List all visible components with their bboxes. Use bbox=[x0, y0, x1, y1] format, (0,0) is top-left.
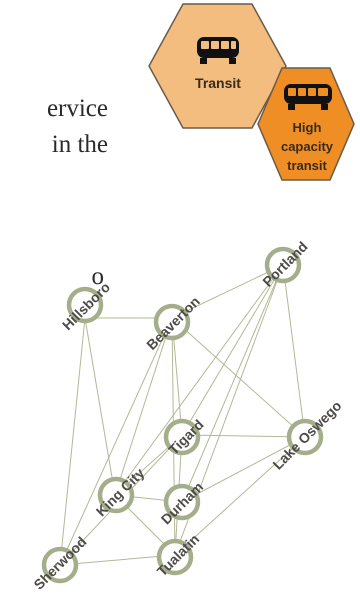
edge bbox=[171, 264, 284, 319]
edge bbox=[59, 554, 176, 566]
text-fragment-1: ervice bbox=[46, 95, 108, 122]
edge bbox=[282, 264, 306, 438]
node-label-lake-oswego: Lake Oswego bbox=[269, 397, 344, 472]
bus-icon bbox=[197, 37, 239, 64]
high-capacity-label-2: capacity bbox=[281, 139, 334, 154]
transit-hexagon bbox=[148, 3, 287, 129]
node-ring-durham bbox=[163, 483, 201, 521]
node-ring-lake-oswego bbox=[286, 418, 324, 456]
high-capacity-label-1: High bbox=[293, 120, 322, 135]
network-nodes bbox=[41, 246, 324, 584]
edge bbox=[181, 436, 306, 503]
high-capacity-label-3: transit bbox=[287, 158, 327, 173]
node-ring-tigard bbox=[163, 418, 201, 456]
edge bbox=[181, 434, 306, 438]
node-ring-king-city bbox=[97, 476, 135, 514]
node-ring-sherwood bbox=[41, 546, 79, 584]
edge bbox=[84, 317, 116, 496]
edge bbox=[181, 264, 284, 503]
node-label-beaverton: Beaverton bbox=[143, 293, 203, 353]
edge bbox=[59, 317, 86, 566]
text-fragment-2: in the bbox=[51, 131, 108, 158]
node-ring-beaverton bbox=[153, 303, 191, 341]
node-ring-portland bbox=[264, 246, 302, 284]
bus-icon bbox=[284, 84, 332, 110]
edge bbox=[114, 264, 284, 496]
edge bbox=[181, 264, 284, 436]
transit-label: Transit bbox=[195, 75, 241, 91]
edge bbox=[171, 317, 306, 438]
transit-legend: Transit bbox=[148, 3, 287, 129]
text-fragment-3: o bbox=[91, 263, 105, 290]
edge bbox=[59, 317, 173, 566]
node-ring-tualatin bbox=[156, 538, 194, 576]
node-ring-hillsboro bbox=[66, 286, 104, 324]
high-capacity-legend: High capacity transit bbox=[257, 67, 355, 181]
edge bbox=[174, 436, 306, 556]
edge bbox=[114, 317, 173, 496]
